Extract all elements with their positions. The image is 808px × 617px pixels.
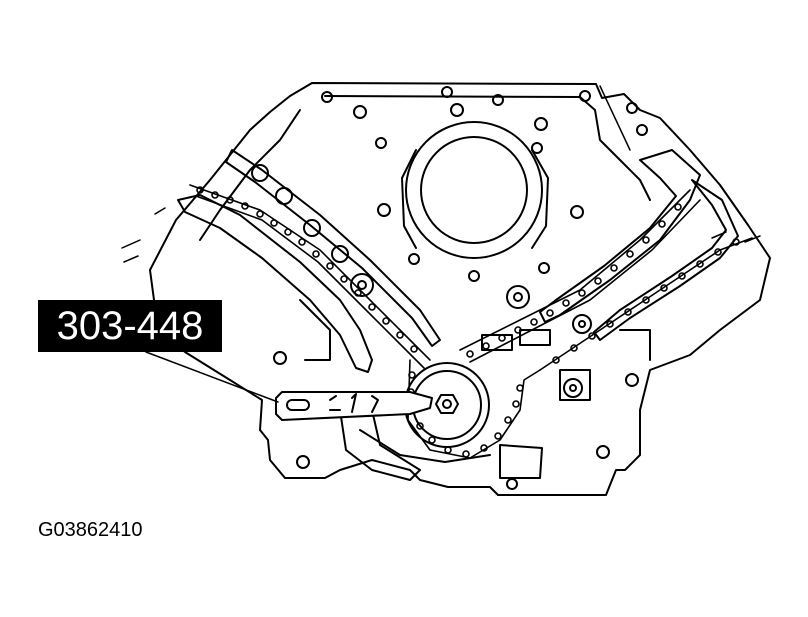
bolt-holes <box>273 86 648 490</box>
center-bore <box>401 121 549 259</box>
figure-id: G03862410 <box>38 519 143 541</box>
idler-sprockets <box>251 164 592 398</box>
left-guide-inner <box>225 149 441 347</box>
right-chain-guide <box>539 149 701 323</box>
timing-chain-left <box>189 184 431 369</box>
chain-tensioner-tool <box>275 391 433 421</box>
callout-leader-line <box>145 351 279 403</box>
tool-callout-label: 303-448 <box>38 300 222 352</box>
left-chain-guide <box>177 194 373 373</box>
corner-details <box>121 85 761 263</box>
timing-chain-right <box>459 189 753 371</box>
